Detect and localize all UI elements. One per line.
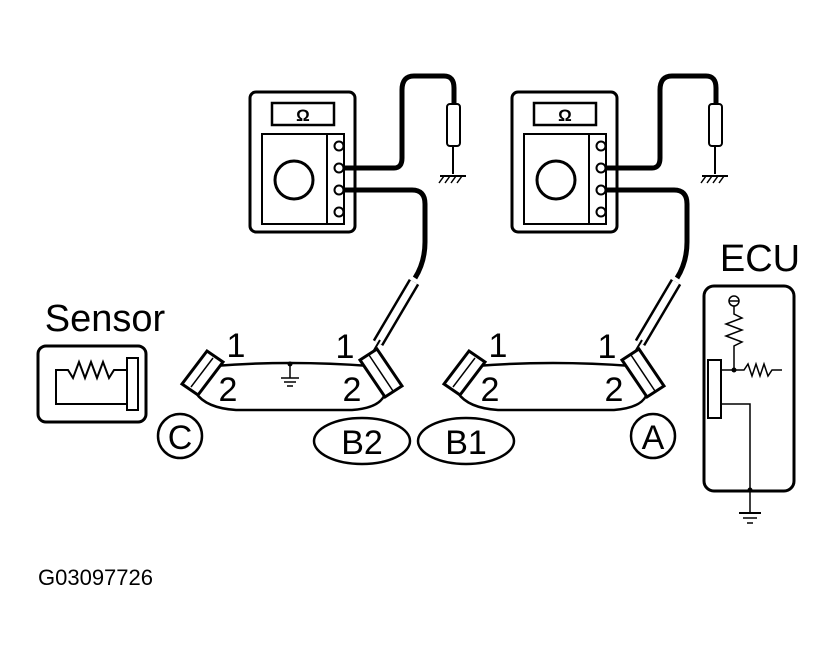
sensor-resistor-icon — [55, 359, 127, 405]
svg-text:B2: B2 — [341, 424, 383, 462]
pin-2-c: 2 — [219, 371, 238, 409]
meter-jack-right-4 — [595, 206, 607, 218]
ecu-input-resistor-icon — [721, 361, 782, 379]
pin-2-b1: 2 — [481, 371, 500, 409]
harness-c-b2: 1 2 1 2 — [179, 327, 405, 412]
ecu: ECU — [702, 238, 800, 524]
pin-1-c: 1 — [227, 327, 246, 365]
connector-a-label: A — [629, 412, 677, 460]
pin-1-b2: 1 — [336, 328, 355, 366]
svg-text:A: A — [642, 419, 665, 457]
svg-text:C: C — [168, 419, 193, 457]
meter-jack-left-4 — [333, 206, 345, 218]
figure-id: G03097726 — [38, 565, 153, 590]
pin-1-b1: 1 — [489, 327, 508, 365]
sensor-housing — [36, 344, 148, 424]
connector-b1-label: B1 — [416, 416, 516, 466]
ohm-symbol-right: Ω — [558, 106, 572, 125]
pin-1-a: 1 — [598, 328, 617, 366]
meter-jack-left-3 — [333, 184, 345, 196]
meter-jack-right-3 — [595, 184, 607, 196]
sensor-label: Sensor — [45, 298, 166, 340]
pin-2-b2: 2 — [343, 371, 362, 409]
meter-jack-left-2 — [333, 162, 345, 174]
pin-2-a: 2 — [605, 371, 624, 409]
harness-b1-a: 1 2 1 2 — [441, 327, 667, 412]
ohmmeter-left: Ω — [248, 90, 357, 234]
ohm-symbol-left: Ω — [296, 106, 310, 125]
connector-c-label: C — [156, 412, 204, 460]
ecu-housing — [702, 284, 796, 493]
meter-dial-left — [273, 159, 315, 201]
test-leads-right — [606, 73, 728, 358]
ecu-pullup-resistor-icon — [723, 306, 745, 370]
meter-jack-right-2 — [595, 162, 607, 174]
meter-jack-left-1 — [333, 140, 345, 152]
test-leads-left — [344, 73, 466, 358]
ohmmeter-right: Ω — [510, 90, 619, 234]
ecu-label: ECU — [720, 238, 800, 280]
svg-text:B1: B1 — [445, 424, 487, 462]
connector-b2-label: B2 — [312, 416, 412, 466]
meter-jack-right-1 — [595, 140, 607, 152]
meter-dial-right — [535, 159, 577, 201]
sensor: Sensor — [36, 298, 166, 424]
